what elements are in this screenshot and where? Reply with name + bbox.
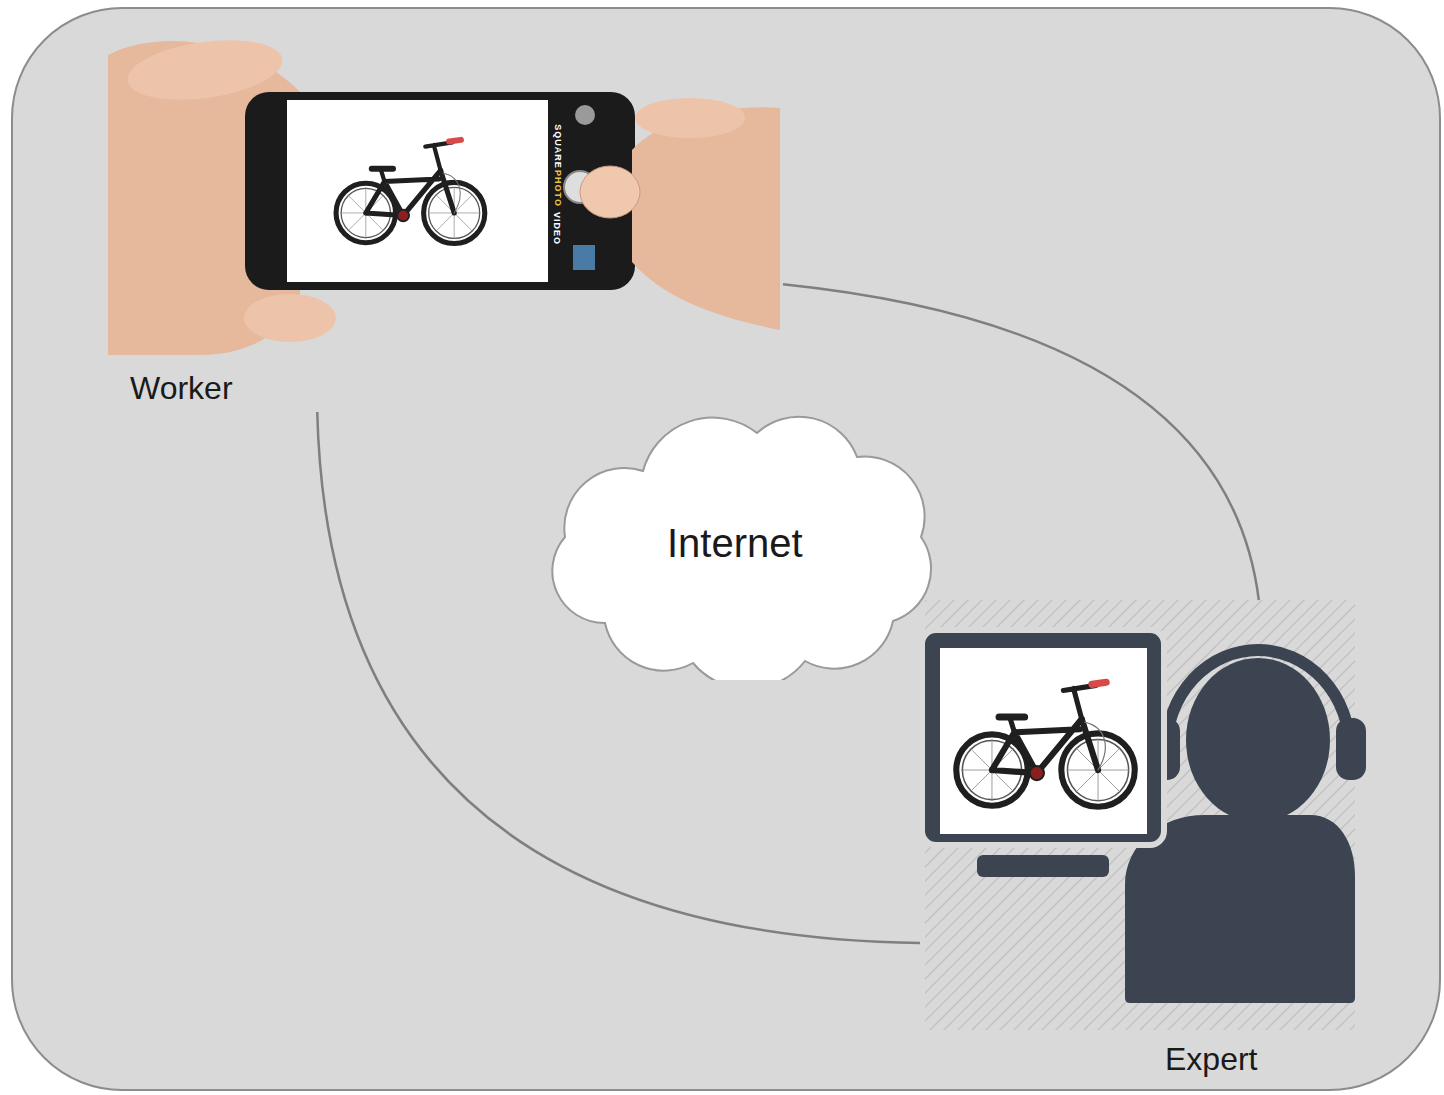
camera-mode-label: PHOTO xyxy=(553,170,562,207)
camera-mode-label: VIDEO xyxy=(552,211,561,244)
cloud-label: Internet xyxy=(667,520,803,566)
worker-node: Worker xyxy=(108,0,783,412)
worker-photo xyxy=(108,31,780,355)
expert-node: Expert xyxy=(920,600,1360,1090)
cloud-node: Internet xyxy=(525,405,945,680)
expert-figure xyxy=(922,600,1366,1030)
node-label: Worker xyxy=(130,370,233,407)
node-label: Expert xyxy=(1165,1041,1257,1078)
camera-mode-label: SQUARE xyxy=(552,124,561,169)
